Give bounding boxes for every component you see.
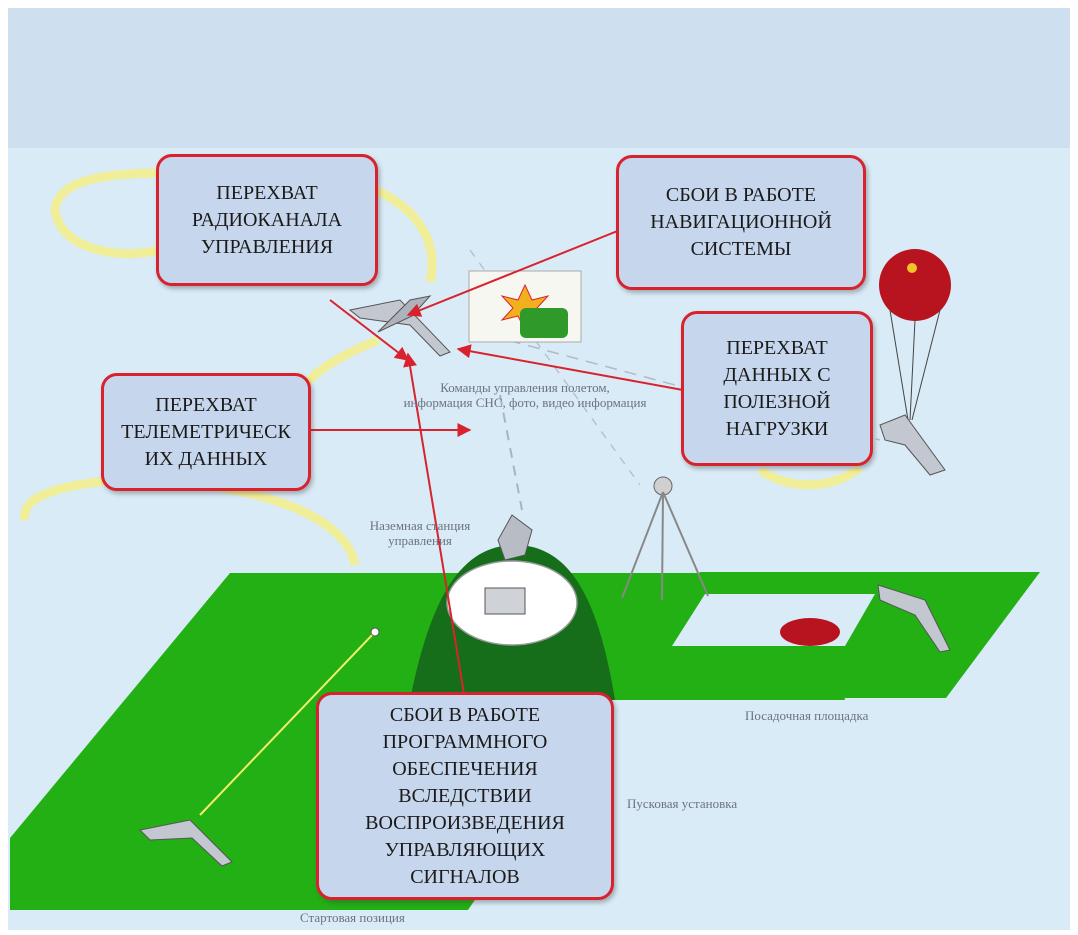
- caption-launcher: Пусковая установка: [627, 796, 738, 811]
- arrow-software: [403, 352, 466, 701]
- parachute: [879, 249, 951, 321]
- station-uav: [497, 514, 533, 561]
- uav-parachute: [879, 414, 946, 476]
- caption-landing: Посадочная площадка: [745, 708, 869, 723]
- caption-ground-station: Наземная станция управления: [369, 518, 471, 548]
- arrow-payload: [456, 344, 684, 391]
- green-vehicle: [520, 308, 568, 338]
- launch-line: [199, 631, 376, 816]
- callout-navigation: СБОИ В РАБОТЕ НАВИГАЦИОННОЙ СИСТЕМЫ: [616, 155, 866, 290]
- landed-parachute: [780, 618, 840, 646]
- callout-telemetry: ПЕРЕХВАТ ТЕЛЕМЕТРИЧЕСК ИХ ДАННЫХ: [101, 373, 311, 491]
- landing-notch: [672, 594, 875, 646]
- caption-start: Стартовая позиция: [300, 910, 405, 925]
- arrow-radio-channel: [329, 299, 410, 361]
- uav-start: [138, 819, 233, 867]
- station-console: [484, 587, 526, 615]
- background-texture: [8, 8, 1070, 148]
- caption-commands: Команды управления полетом, информация С…: [403, 380, 647, 410]
- callout-radio-channel: ПЕРЕХВАТ РАДИОКАНАЛА УПРАВЛЕНИЯ: [156, 154, 378, 286]
- arrow-navigation: [406, 229, 621, 317]
- uav-landed: [877, 584, 951, 653]
- callout-software: СБОИ В РАБОТЕ ПРОГРАММНОГО ОБЕСПЕЧЕНИЯ В…: [316, 692, 614, 900]
- signal-arc-right: [757, 464, 863, 490]
- uav-main: [348, 299, 451, 357]
- callout-payload: ПЕРЕХВАТ ДАННЫХ С ПОЛЕЗНОЙ НАГРУЗКИ: [681, 311, 873, 466]
